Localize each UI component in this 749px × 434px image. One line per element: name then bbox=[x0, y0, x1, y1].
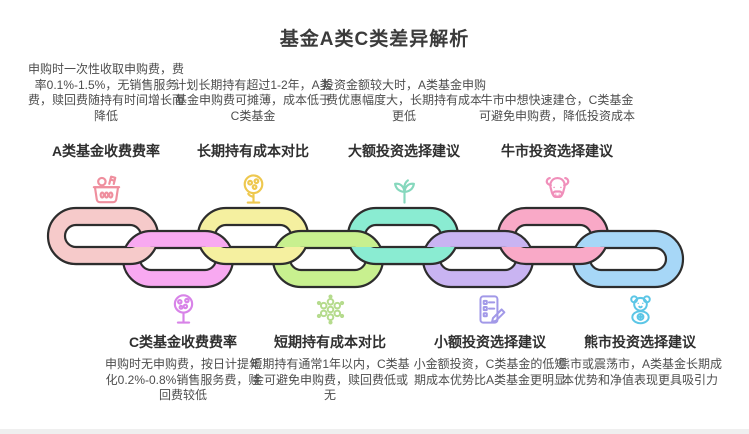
chain-link bbox=[349, 247, 457, 266]
top-heading-a-fee: A类基金收费费率 bbox=[51, 143, 161, 159]
sprout-icon bbox=[322, 171, 486, 211]
top-column-a-fee: 申购时一次性收取申购费，费率0.1%-1.5%，无销售服务费，赎回费随持有时间增… bbox=[24, 58, 188, 211]
bottom-column-small-invest: 小额投资选择建议 小金额投资，C类基金的低短期成本优势比A类基金更明显 bbox=[408, 291, 572, 388]
fruit-tree-icon bbox=[101, 291, 265, 329]
bottom-desc-small-invest: 小金额投资，C类基金的低短期成本优势比A类基金更明显 bbox=[413, 357, 567, 387]
bull-icon bbox=[475, 171, 639, 211]
top-column-bull-market: 牛市中想快速建仓，C类基金可避免申购费，降低投资成本 牛市投资选择建议 bbox=[475, 58, 639, 211]
money-tree-icon bbox=[171, 171, 335, 211]
bottom-heading-c-fee: C类基金收费费率 bbox=[128, 334, 238, 350]
top-heading-longterm: 长期持有成本对比 bbox=[197, 143, 309, 159]
basket-icon bbox=[24, 171, 188, 211]
page-title: 基金A类C类差异解析 bbox=[279, 29, 470, 50]
clipboard-pencil-icon bbox=[408, 291, 572, 329]
top-column-longterm: 计划长期持有超过1-2年，A类基金申购费可摊薄，成本低于C类基金 长期持有成本对… bbox=[171, 58, 335, 211]
bottom-heading-shortterm: 短期持有成本对比 bbox=[274, 334, 386, 350]
top-desc-bull-market: 牛市中想快速建仓，C类基金可避免申购费，降低投资成本 bbox=[478, 93, 635, 123]
top-desc-large-invest: 投资金额较大时，A类基金申购费优惠幅度大，长期持有成本更低 bbox=[322, 77, 487, 123]
bottom-column-shortterm: 短期持有成本对比 短期持有通常1年以内，C类基金可避免申购费，赎回费低或无 bbox=[248, 291, 412, 404]
chain-link bbox=[499, 247, 607, 266]
bottom-divider-strip bbox=[0, 429, 749, 434]
top-desc-a-fee: 申购时一次性收取申购费，费率0.1%-1.5%，无销售服务费，赎回费随持有时间增… bbox=[27, 62, 184, 123]
top-desc-longterm: 计划长期持有超过1-2年，A类基金申购费可摊薄，成本低于C类基金 bbox=[174, 77, 332, 123]
bottom-column-c-fee: C类基金收费费率 申购时无申购费，按日计提年化0.2%-0.8%销售服务费，赎回… bbox=[101, 291, 265, 404]
chain-links-illustration bbox=[46, 206, 685, 289]
top-heading-large-invest: 大额投资选择建议 bbox=[348, 143, 460, 159]
bottom-desc-c-fee: 申购时无申购费，按日计提年化0.2%-0.8%销售服务费，赎回费较低 bbox=[104, 357, 261, 402]
top-column-large-invest: 投资金额较大时，A类基金申购费优惠幅度大，长期持有成本更低 大额投资选择建议 bbox=[322, 58, 486, 211]
bottom-desc-shortterm: 短期持有通常1年以内，C类基金可避免申购费，赎回费低或无 bbox=[250, 357, 410, 402]
chain-link bbox=[49, 247, 157, 266]
bear-icon bbox=[558, 291, 722, 329]
chain-link bbox=[199, 247, 307, 266]
bottom-desc-bear-market: 熊市或震荡市，A类基金长期成本优势和净值表现更具吸引力 bbox=[558, 357, 723, 387]
bottom-heading-bear-market: 熊市投资选择建议 bbox=[584, 334, 696, 350]
top-heading-bull-market: 牛市投资选择建议 bbox=[501, 143, 613, 159]
bottom-heading-small-invest: 小额投资选择建议 bbox=[434, 334, 546, 350]
molecule-icon bbox=[248, 291, 412, 329]
bottom-column-bear-market: 熊市投资选择建议 熊市或震荡市，A类基金长期成本优势和净值表现更具吸引力 bbox=[558, 291, 722, 388]
